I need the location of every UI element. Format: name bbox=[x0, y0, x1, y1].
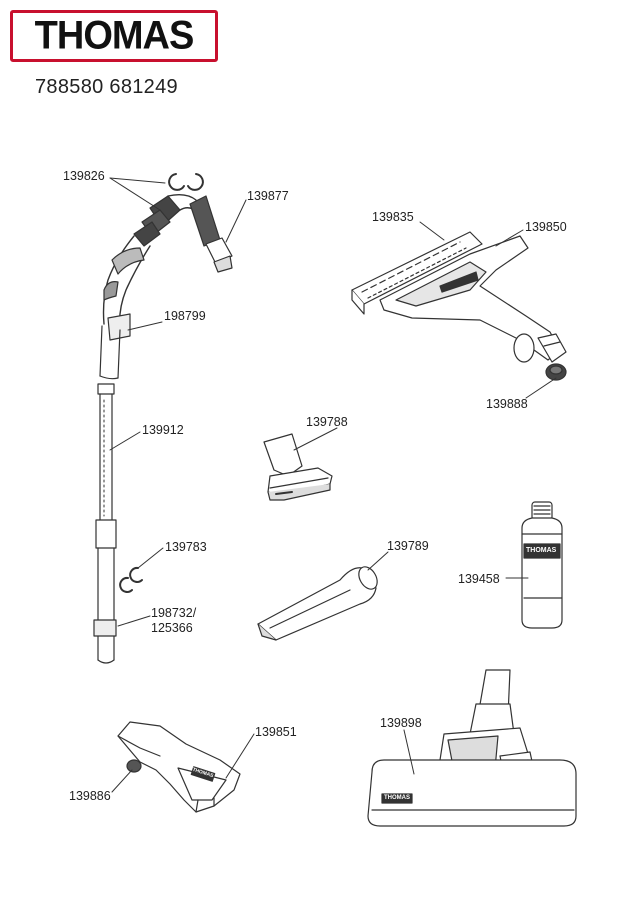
label-139783: 139783 bbox=[165, 540, 207, 554]
telescopic-tube bbox=[93, 383, 117, 664]
product-codes: 788580 681249 bbox=[35, 76, 178, 98]
label-139877: 139877 bbox=[247, 189, 289, 203]
tube-clips bbox=[119, 566, 143, 593]
hose-clip-right bbox=[187, 173, 204, 191]
leader-lines bbox=[109, 177, 557, 793]
wide-nozzle bbox=[351, 231, 567, 363]
crevice-nozzle bbox=[257, 566, 378, 641]
label-139788: 139788 bbox=[306, 415, 348, 429]
label-198732-125366: 198732/ 125366 bbox=[151, 606, 197, 635]
cleaning-bottle bbox=[521, 501, 563, 629]
spray-nozzle bbox=[117, 721, 241, 813]
hose-clip-left bbox=[168, 173, 185, 191]
brand-logo: THOMAS bbox=[10, 10, 218, 62]
label-139850: 139850 bbox=[525, 220, 567, 234]
label-139835: 139835 bbox=[372, 210, 414, 224]
nozzle-adapter bbox=[545, 363, 567, 381]
spray-adapter bbox=[126, 759, 142, 773]
label-139888: 139888 bbox=[486, 397, 528, 411]
hose-handle-assembly bbox=[99, 193, 233, 380]
label-198799: 198799 bbox=[164, 309, 206, 323]
label-139826: 139826 bbox=[63, 169, 105, 183]
label-139898: 139898 bbox=[380, 716, 422, 730]
label-139912: 139912 bbox=[142, 423, 184, 437]
upholstery-nozzle bbox=[263, 433, 333, 501]
label-139458: 139458 bbox=[458, 572, 500, 586]
floor-nozzle bbox=[367, 669, 577, 827]
bottle-logo: THOMAS bbox=[526, 547, 557, 554]
label-139789: 139789 bbox=[387, 539, 429, 553]
brand-logo-text: THOMAS bbox=[34, 13, 195, 58]
floor-nozzle-logo: THOMAS bbox=[384, 795, 410, 801]
label-139886: 139886 bbox=[69, 789, 111, 803]
label-139851: 139851 bbox=[255, 725, 297, 739]
